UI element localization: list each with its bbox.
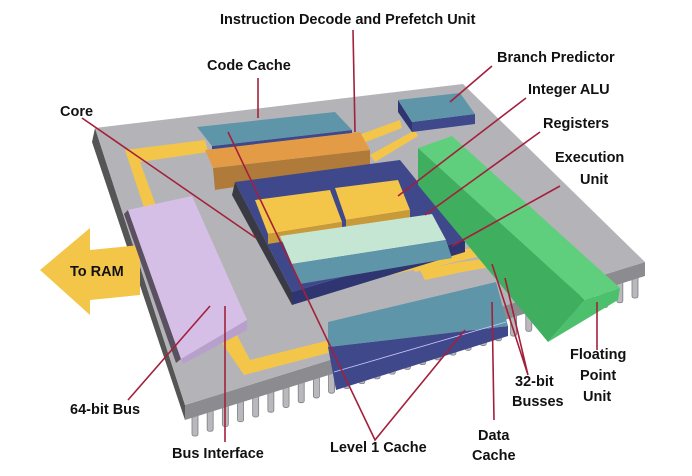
label-data-cache: Cache [472,448,516,464]
label-registers: Registers [543,116,609,132]
label-32bit: 32-bit [515,374,554,390]
label-code-cache: Code Cache [207,58,291,74]
label-64bit-bus: 64-bit Bus [70,402,140,418]
data-cache-block [328,282,508,390]
label-integer-alu: Integer ALU [528,82,610,98]
label-execution: Execution [555,150,624,166]
label-data: Data [478,428,510,444]
branch-predictor-block [398,93,475,132]
label-point: Point [580,368,616,384]
label-bus-interface: Bus Interface [172,446,264,462]
label-busses: Busses [512,394,564,410]
floating-point-unit-block [418,136,620,342]
to-ram-arrow: To RAM [40,228,140,315]
label-fpu-unit: Unit [583,389,611,405]
label-execution-unit: Unit [580,172,608,188]
execution-unit-block [292,240,452,284]
to-ram-label: To RAM [70,264,124,280]
registers-block [280,214,446,264]
label-branch-predictor: Branch Predictor [497,50,615,66]
label-decode-prefetch: Instruction Decode and Prefetch Unit [220,12,476,28]
label-level1-cache: Level 1 Cache [330,440,427,456]
bus-interface-block [124,196,247,364]
label-floating: Floating [570,347,626,363]
label-core: Core [60,104,93,120]
pointer-lines [81,29,598,442]
